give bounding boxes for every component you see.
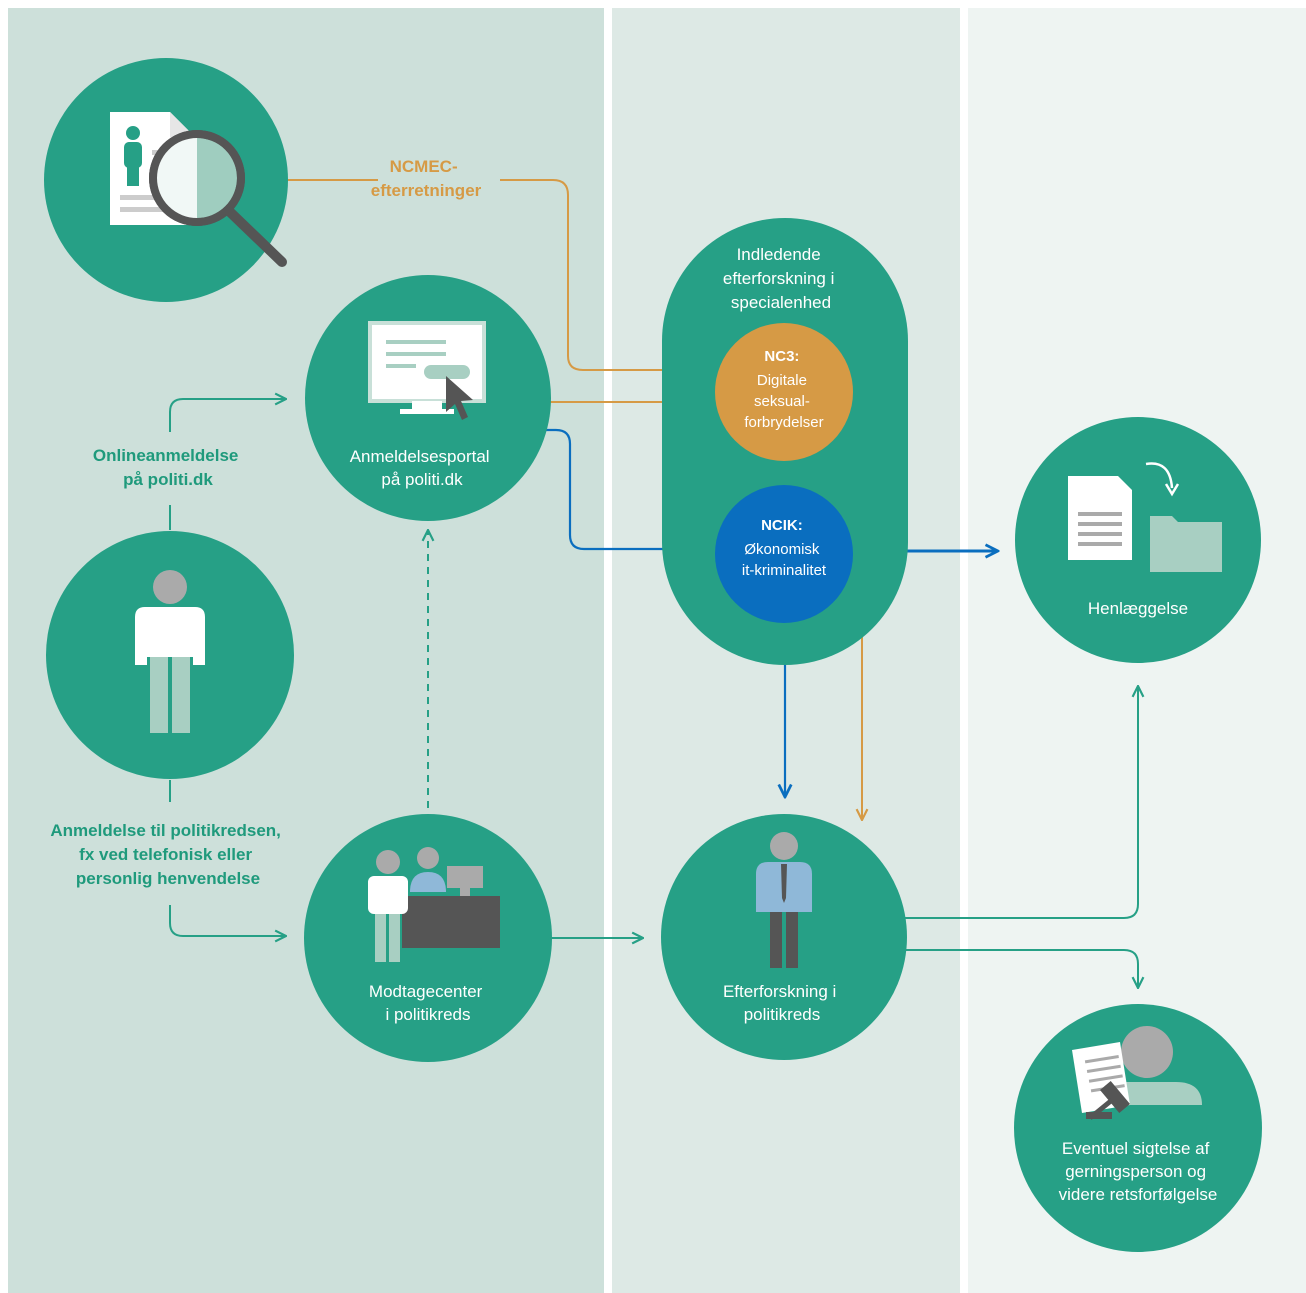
efterforskning-to-henlaeggelse-arrow [905,686,1138,919]
nc3-label: NC3: Digitale seksual- forbrydelser [744,348,823,431]
modtagecenter-label: Modtagecenter i politikreds [369,982,487,1024]
ncmec-node [44,58,288,302]
ncik-node: NCIK: Økonomisk it-kriminalitet [715,485,853,623]
gavel-defendant-icon [1072,1026,1202,1120]
sigtelse-label: Eventuel sigtelse af gerningsperson og v… [1059,1139,1218,1204]
reception-desk-icon [368,847,500,962]
efterforskning-to-sigtelse-arrow [905,949,1138,988]
efterforskning-label: Efterforskning i politikreds [723,982,841,1024]
henlaeggelse-node: Henlæggelse [1015,417,1261,663]
nc3-node: NC3: Digitale seksual- forbrydelser [715,323,853,461]
online-report-label: Onlineanmeldelse på politi.dk [93,446,243,489]
ncik-label: NCIK: Økonomisk it-kriminalitet [742,517,827,579]
ncmec-label: NCMEC- efterretninger [371,157,482,200]
person-icon [135,570,205,733]
computer-screen-cursor-icon [368,321,486,420]
online-to-portal-arrow [169,399,286,432]
sigtelse-node: Eventuel sigtelse af gerningsperson og v… [1014,1004,1262,1252]
portal-node: Anmeldelsesportal på politi.dk [305,275,551,521]
efterforskning-node: Efterforskning i politikreds [661,814,907,1060]
henlaeggelse-label: Henlæggelse [1088,599,1188,618]
person-node [46,531,294,779]
portal-to-ncik-arrow [545,428,704,549]
portal-label: Anmeldelsesportal på politi.dk [350,447,495,489]
ncmec-to-nc3-arrow [500,179,704,370]
specialenhed-group: Indledende efterforskning i specialenhed… [662,218,908,665]
kreds-to-modtage-arrow [169,905,286,936]
modtagecenter-node: Modtagecenter i politikreds [304,814,552,1062]
kreds-report-label: Anmeldelse til politikredsen, fx ved tel… [50,821,285,888]
document-to-folder-icon [1068,462,1222,572]
document-magnifier-icon [110,112,287,267]
specialenhed-label: Indledende efterforskning i specialenhed [723,245,839,312]
police-officer-icon [756,832,812,968]
